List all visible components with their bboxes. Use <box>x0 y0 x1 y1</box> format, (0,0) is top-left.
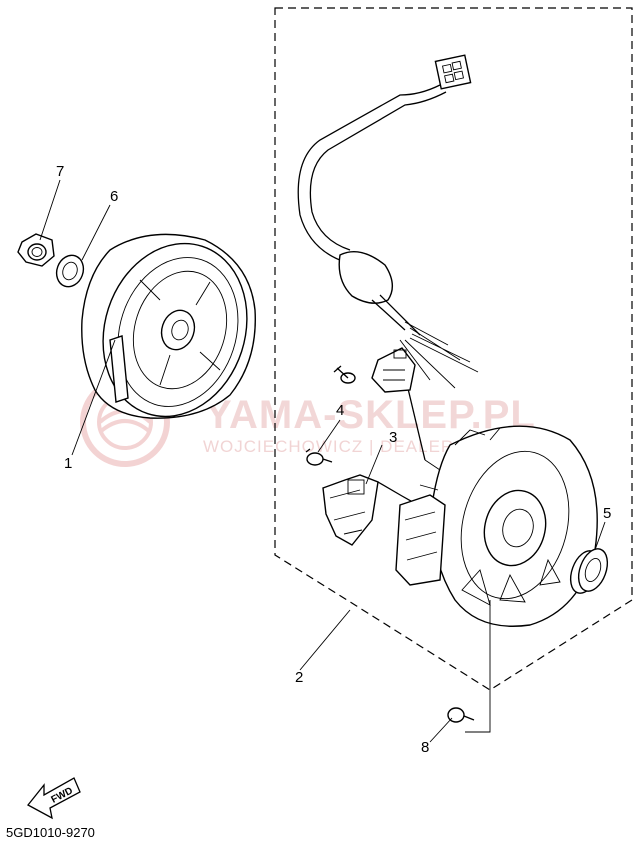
forward-arrow-icon: FWD <box>27 777 81 820</box>
wire-harness <box>297 54 479 461</box>
rotor-flywheel <box>81 233 256 419</box>
pickup-coil-assembly <box>322 474 419 546</box>
callout-5: 5 <box>603 505 611 522</box>
assembly-boundary <box>274 7 633 691</box>
diagram-code: 5GD1010-9270 <box>6 825 95 840</box>
callout-4: 4 <box>336 402 344 419</box>
stator-assembly <box>395 425 598 627</box>
callout-6: 6 <box>110 188 118 205</box>
leader-lines <box>39 179 606 743</box>
callout-7: 7 <box>56 163 64 180</box>
pickup-coil <box>371 347 416 393</box>
flange-nut <box>17 233 55 267</box>
watermark-brand: YAMA-SKLEP.PL <box>205 393 536 437</box>
screw-upper <box>333 365 356 384</box>
stator-bolt <box>447 707 475 723</box>
callout-3: 3 <box>389 429 397 446</box>
callout-1: 1 <box>64 455 72 472</box>
screw <box>305 448 333 466</box>
callout-2: 2 <box>295 669 303 686</box>
washer <box>55 254 85 288</box>
callout-8: 8 <box>421 739 429 756</box>
forward-label: FWD <box>50 785 75 805</box>
oil-seal <box>569 548 609 594</box>
